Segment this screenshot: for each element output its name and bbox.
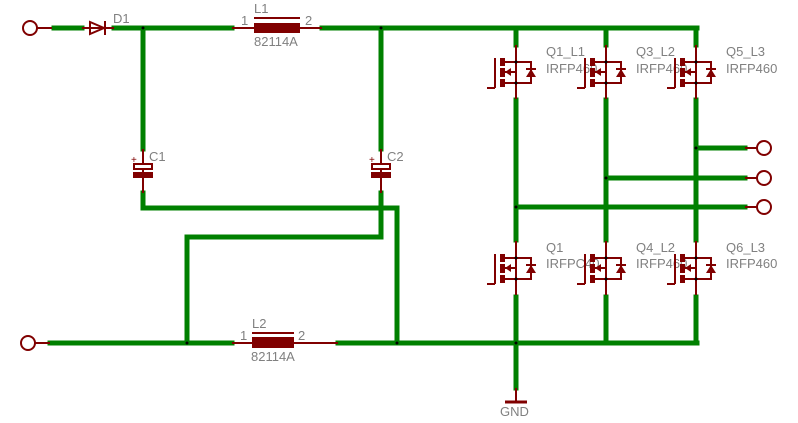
terminal-output-1[interactable] xyxy=(745,140,772,156)
mosfet-name: Q3_L2 xyxy=(636,44,675,59)
mosfet-value: IRFPC40 xyxy=(546,256,599,271)
c1-polarity: + xyxy=(131,155,137,166)
diode-label: D1 xyxy=(113,11,130,26)
mosfet-q5-l3[interactable]: Q5_L3 IRFP460 xyxy=(666,44,777,100)
l2-pin2: 2 xyxy=(298,328,305,343)
mosfet-value: IRFP460 xyxy=(726,256,777,271)
l1-pin1: 1 xyxy=(241,13,248,28)
l1-value: 82114A xyxy=(254,34,298,49)
diode-d1[interactable]: D1 xyxy=(82,11,130,36)
mosfet-name: Q6_L3 xyxy=(726,240,765,255)
inductor-l1[interactable]: L1 1 2 82114A xyxy=(232,1,322,49)
mosfet-value: IRFP460 xyxy=(726,61,777,76)
mosfet-q6-l3[interactable]: Q6_L3 IRFP460 xyxy=(666,240,777,296)
capacitor-c1[interactable]: + C1 xyxy=(131,149,166,193)
ground-symbol[interactable]: GND xyxy=(500,388,529,419)
c2-label: C2 xyxy=(387,149,404,164)
l1-label: L1 xyxy=(254,1,268,16)
junctions xyxy=(141,26,698,345)
mosfet-name: Q5_L3 xyxy=(726,44,765,59)
capacitor-c2[interactable]: + C2 xyxy=(369,149,404,193)
ground-label: GND xyxy=(500,404,529,419)
l2-value: 82114A xyxy=(251,349,295,364)
mosfet-value: IRFP460 xyxy=(636,256,687,271)
l1-pin2: 2 xyxy=(305,13,312,28)
mosfet-name: Q1 xyxy=(546,240,563,255)
l2-label: L2 xyxy=(252,316,266,331)
terminal-output-3[interactable] xyxy=(745,199,772,215)
l2-pin1: 1 xyxy=(240,328,247,343)
terminal-input-top[interactable] xyxy=(22,20,52,36)
wires xyxy=(47,25,748,391)
terminal-output-2[interactable] xyxy=(745,170,772,186)
mosfet-q3-l2[interactable]: Q3_L2 IRFP460 xyxy=(576,44,687,100)
mosfet-q4-l2[interactable]: Q4_L2 IRFP460 xyxy=(576,240,687,296)
c1-label: C1 xyxy=(149,149,166,164)
mosfet-value: IRFP460 xyxy=(546,61,597,76)
mosfet-q1-symbol[interactable] xyxy=(486,240,537,296)
c2-polarity: + xyxy=(369,155,375,166)
mosfet-q1[interactable]: Q1 IRFPC40 xyxy=(546,240,599,271)
mosfet-name: Q1_L1 xyxy=(546,44,585,59)
terminal-input-bottom[interactable] xyxy=(20,335,50,351)
mosfet-name: Q4_L2 xyxy=(636,240,675,255)
mosfet-q1-l1[interactable]: Q1_L1 IRFP460 xyxy=(486,44,597,100)
mosfet-value: IRFP460 xyxy=(636,61,687,76)
inductor-l2[interactable]: L2 1 2 82114A xyxy=(232,316,338,364)
